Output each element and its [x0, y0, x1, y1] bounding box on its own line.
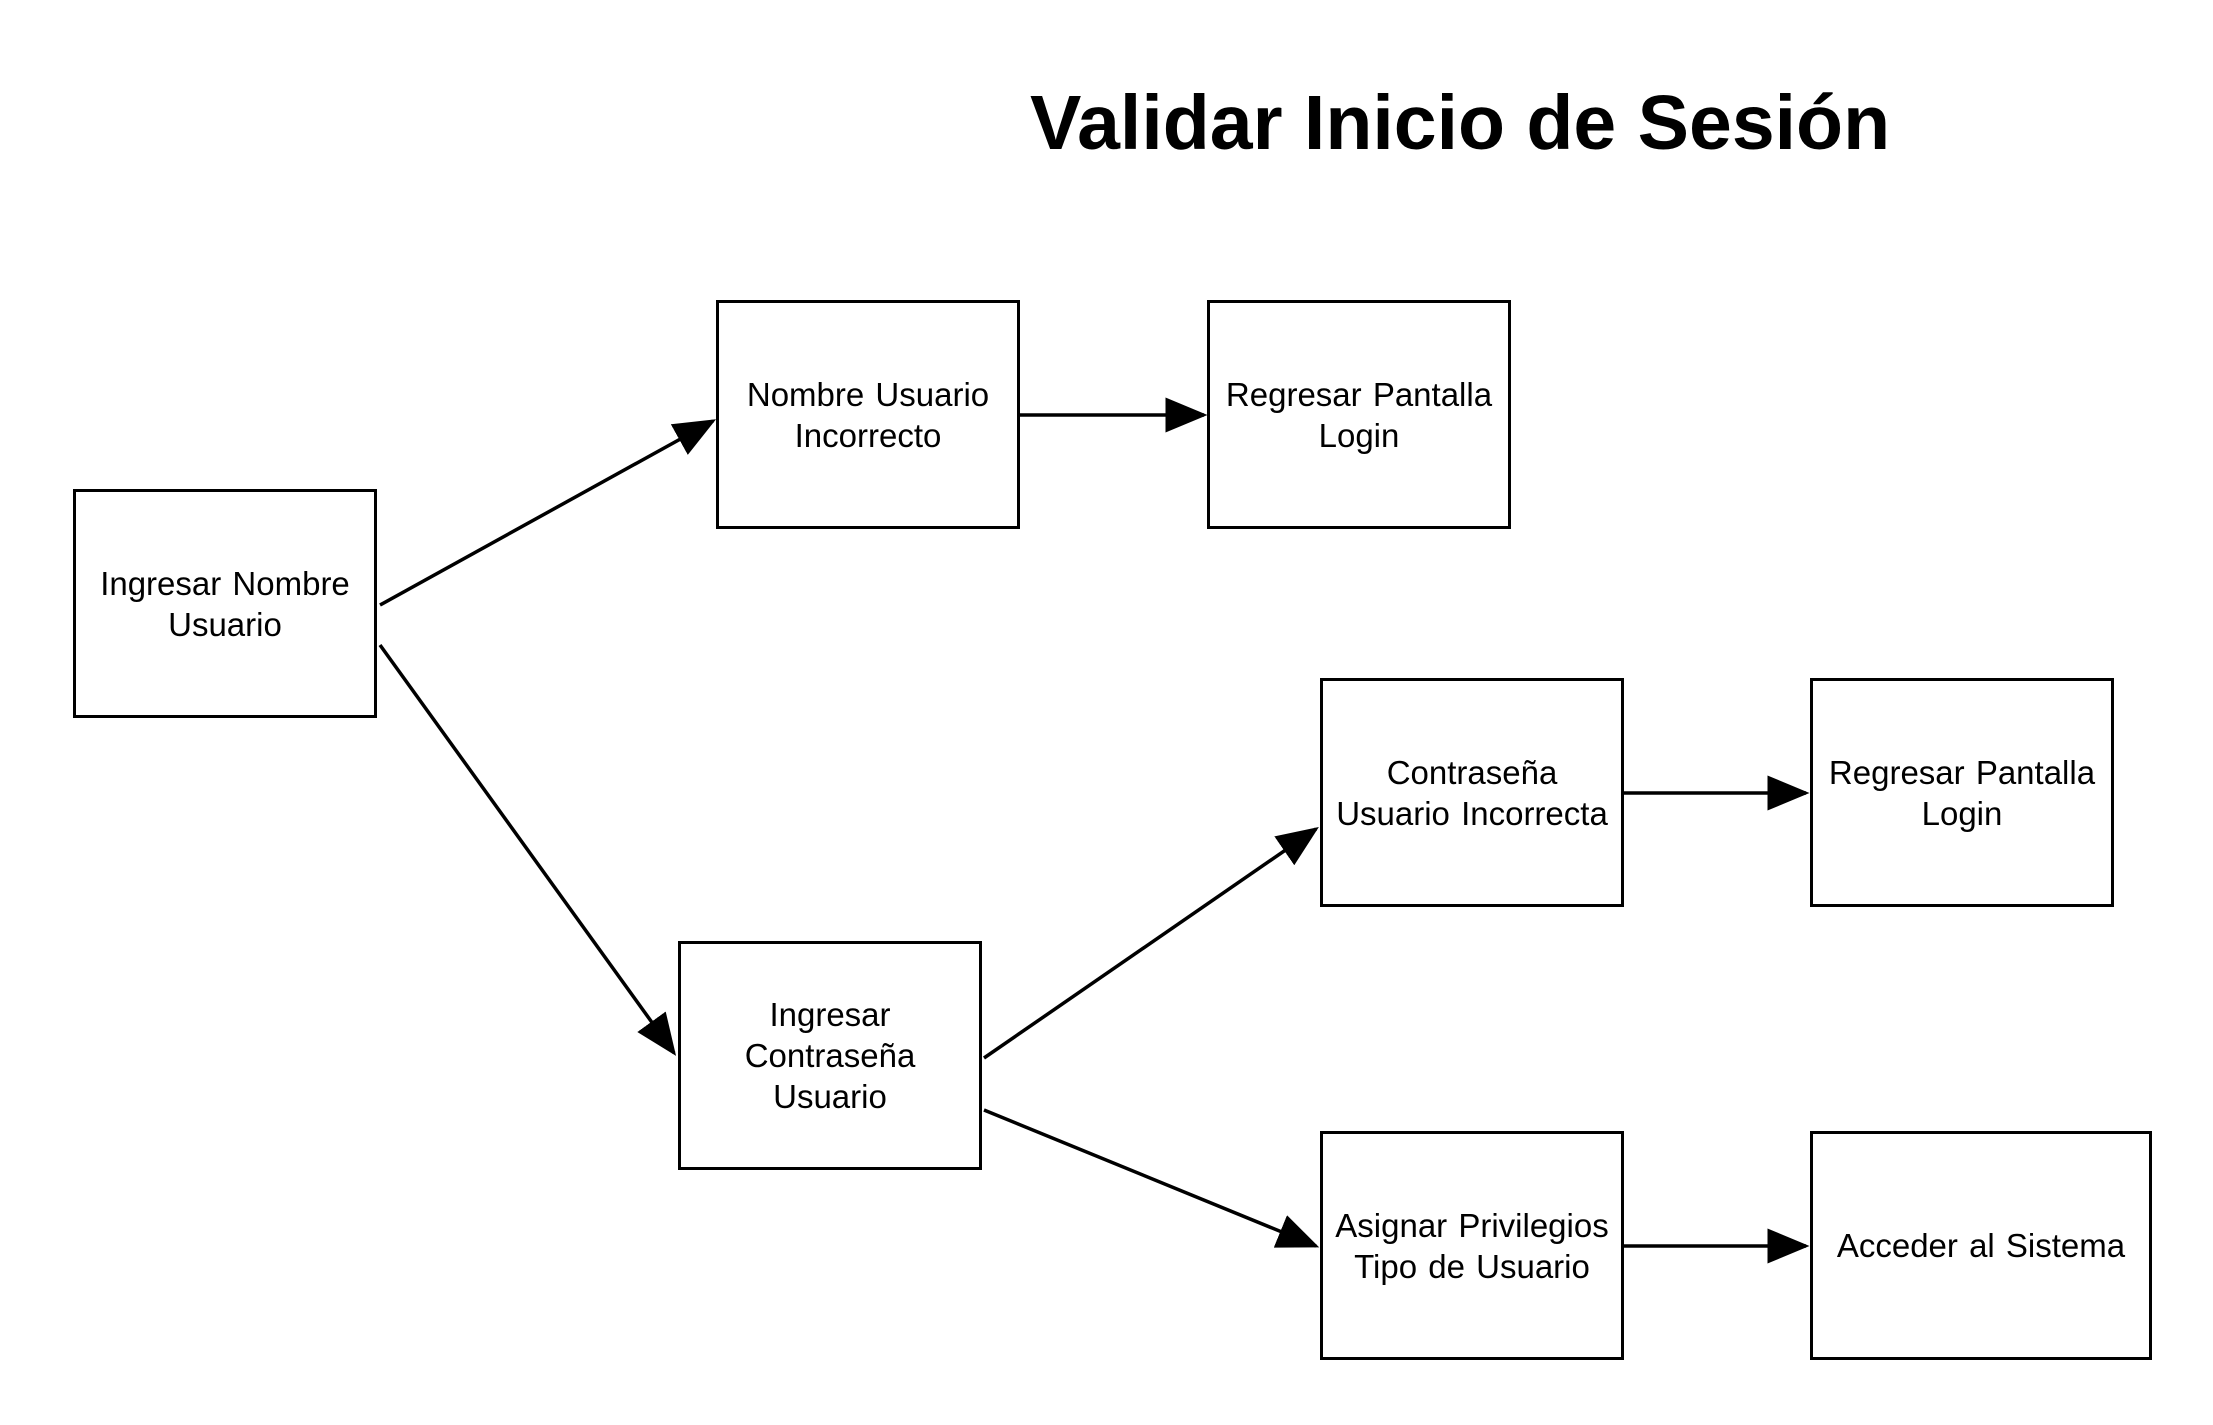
node-regresar-pantalla-login-1: Regresar Pantalla Login [1207, 300, 1511, 529]
edge-n4-n7 [983, 1108, 1320, 1248]
node-regresar-pantalla-login-2: Regresar Pantalla Login [1810, 678, 2114, 907]
node-ingresar-contrasena-usuario: Ingresar Contraseña Usuario [678, 941, 982, 1170]
node-asignar-privilegios: Asignar Privilegios Tipo de Usuario [1320, 1131, 1624, 1360]
node-ingresar-nombre-usuario: Ingresar Nombre Usuario [73, 489, 377, 718]
node-contrasena-usuario-incorrecta: Contraseña Usuario Incorrecta [1320, 678, 1624, 907]
edge-n1-n2 [379, 419, 717, 607]
diagram-title: Validar Inicio de Sesión [1030, 80, 1891, 166]
node-nombre-usuario-incorrecto: Nombre Usuario Incorrecto [716, 300, 1020, 529]
edge-n1-n4 [378, 643, 677, 1056]
edge-n4-n5 [983, 827, 1319, 1060]
node-acceder-al-sistema: Acceder al Sistema [1810, 1131, 2152, 1360]
